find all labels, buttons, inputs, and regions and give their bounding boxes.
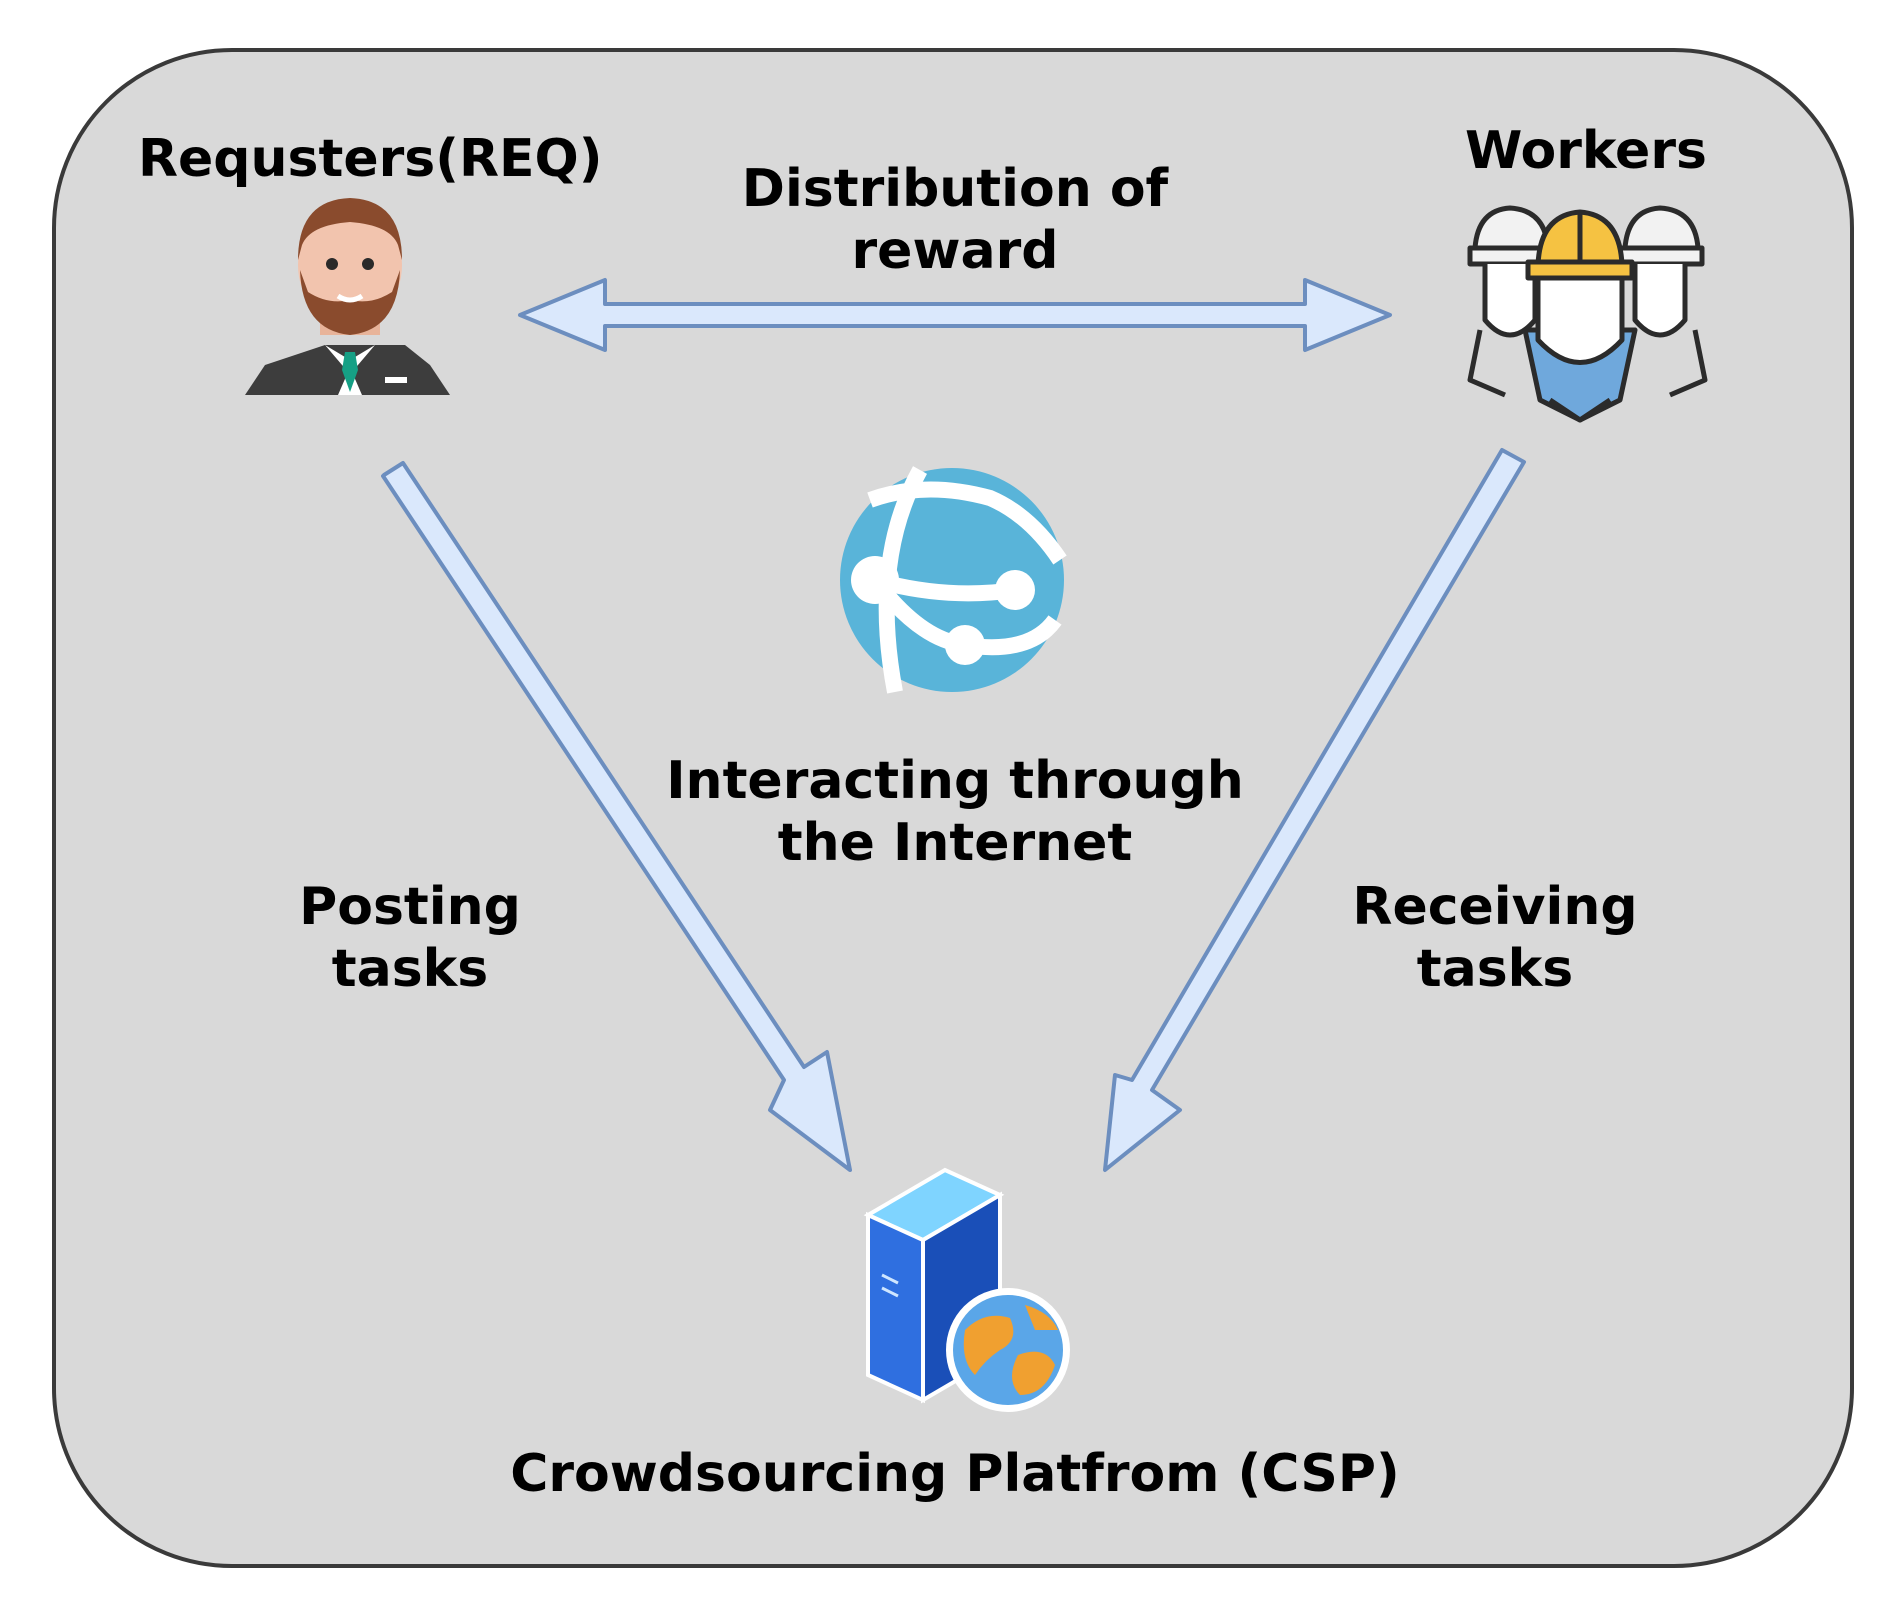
receiving-label-line2: tasks [1416, 939, 1574, 999]
internet-label: Interacting through the Internet [650, 750, 1260, 874]
receiving-label: Receiving tasks [1330, 876, 1660, 1000]
reward-label: Distribution of reward [715, 158, 1195, 282]
internet-label-line1: Interacting through [666, 751, 1244, 811]
posting-arrow [381, 461, 852, 1172]
requesters-label: Requsters(REQ) [138, 129, 603, 189]
reward-label-line1: Distribution of [741, 159, 1169, 219]
receiving-label-line1: Receiving [1352, 877, 1638, 937]
workers-label: Workers [1465, 121, 1707, 181]
receiving-arrow [1103, 448, 1526, 1172]
server-globe-icon [863, 1167, 1070, 1412]
platform-label: Crowdsourcing Platfrom (CSP) [510, 1444, 1400, 1504]
posting-label: Posting tasks [260, 876, 560, 1000]
reward-double-arrow [518, 278, 1392, 352]
workers-helmet-icon [1467, 205, 1708, 423]
posting-label-line1: Posting [299, 877, 521, 937]
posting-label-line2: tasks [331, 939, 489, 999]
internet-label-line2: the Internet [777, 813, 1133, 873]
reward-label-line2: reward [851, 221, 1059, 281]
businessman-icon [245, 198, 450, 395]
network-globe-icon [840, 466, 1067, 694]
